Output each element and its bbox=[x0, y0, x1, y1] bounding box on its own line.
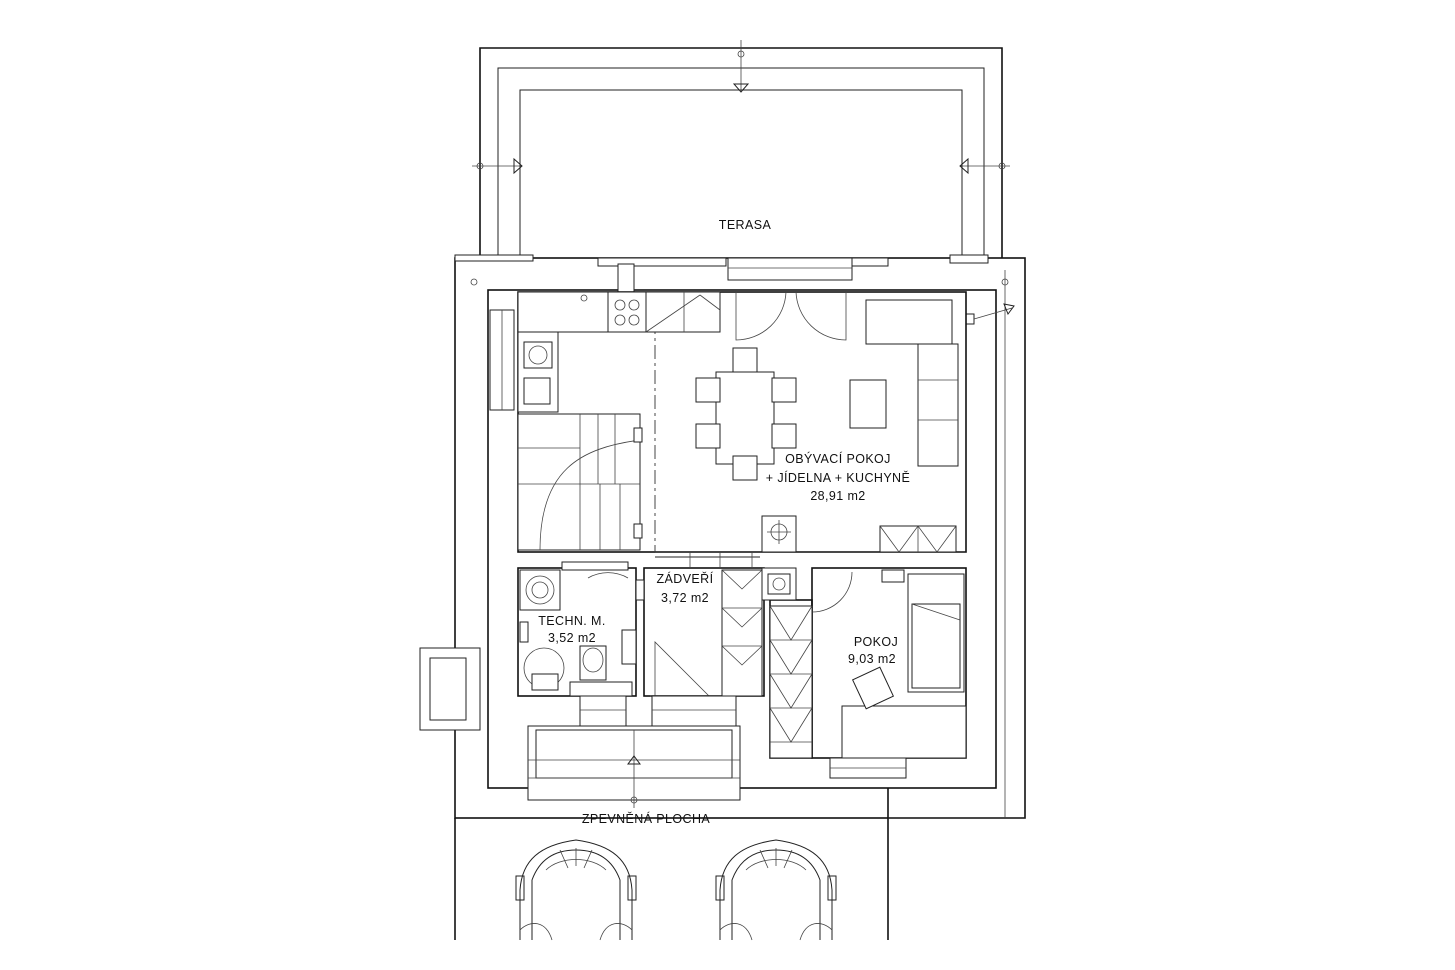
car-left bbox=[515, 839, 637, 941]
sofa bbox=[849, 299, 959, 553]
wardrobe bbox=[769, 605, 813, 759]
terrace-label: TERASA bbox=[719, 218, 772, 232]
tech-room-fixtures bbox=[519, 561, 637, 697]
vestibule-label: ZÁDVEŘÍ bbox=[657, 571, 714, 586]
living-room-label: OBÝVACÍ POKOJ bbox=[785, 451, 891, 466]
bed bbox=[829, 573, 967, 779]
bedroom-label: POKOJ bbox=[854, 635, 898, 649]
outer-walls bbox=[419, 254, 1026, 940]
terrace bbox=[472, 40, 1010, 258]
kitchen bbox=[517, 291, 721, 413]
entrance-porch bbox=[527, 695, 741, 808]
tech-room-label: TECHN. M. bbox=[538, 614, 606, 628]
vestibule-area: 3,72 m2 bbox=[661, 591, 709, 605]
dining-table bbox=[695, 347, 797, 481]
car-right bbox=[715, 839, 837, 941]
tech-room-area: 3,52 m2 bbox=[548, 631, 596, 645]
paved-area-label: ZPEVNĚNÁ PLOCHA bbox=[582, 811, 711, 826]
terrace-doors bbox=[735, 291, 847, 341]
staircase bbox=[517, 413, 643, 551]
stove bbox=[761, 515, 797, 601]
living-room-label-line2: + JÍDELNA + KUCHYNĚ bbox=[766, 470, 910, 485]
living-room-area: 28,91 m2 bbox=[810, 489, 865, 503]
bedroom-area: 9,03 m2 bbox=[848, 652, 896, 666]
